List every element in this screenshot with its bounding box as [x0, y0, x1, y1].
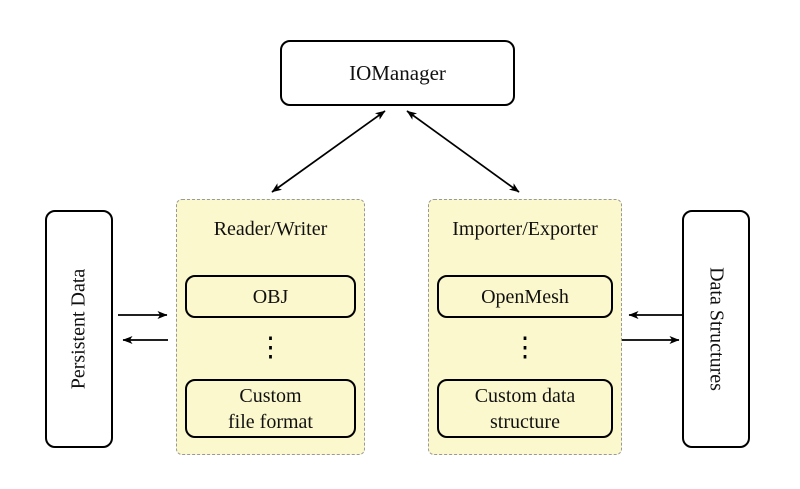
group-importer-exporter: Importer/Exporter OpenMesh ⋮ Custom data… [428, 199, 622, 455]
ellipsis-dots-icon: ⋮ [511, 332, 539, 362]
node-iomanager: IOManager [280, 40, 515, 106]
node-custom-file-format: Custom file format [185, 379, 356, 438]
node-data-structures: Data Structures [682, 210, 750, 448]
node-custom-data-structure: Custom data structure [437, 379, 613, 438]
node-iomanager-label: IOManager [349, 60, 446, 85]
node-obj: OBJ [185, 275, 356, 318]
node-openmesh: OpenMesh [437, 275, 613, 318]
group-reader-writer-title: Reader/Writer [213, 218, 328, 240]
node-obj-label: OBJ [252, 285, 289, 308]
node-custom-file-format-line2: file format [228, 410, 313, 433]
node-custom-data-structure-line2: structure [490, 410, 560, 433]
node-persistent-data-label: Persistent Data [67, 268, 90, 390]
node-openmesh-label: OpenMesh [481, 285, 569, 308]
node-persistent-data: Persistent Data [45, 210, 113, 448]
node-data-structures-label: Data Structures [705, 267, 728, 391]
node-custom-file-format-line1: Custom [239, 384, 302, 407]
ellipsis-dots-icon: ⋮ [257, 332, 284, 362]
arrow-iomanager-importerexporter [406, 110, 520, 193]
arrow-iomanager-readerwriter [271, 110, 386, 193]
group-reader-writer: Reader/Writer OBJ ⋮ Custom file format [176, 199, 365, 455]
group-importer-exporter-title: Importer/Exporter [452, 218, 598, 240]
node-custom-data-structure-line1: Custom data [474, 384, 576, 407]
